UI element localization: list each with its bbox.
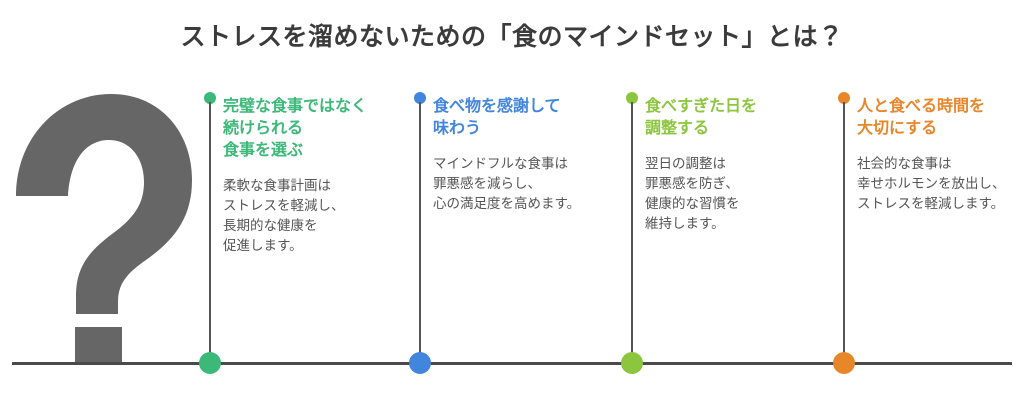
step-content: 人と食べる時間を 大切にする 社会的な食事は 幸せホルモンを放出し、 ストレスを… bbox=[857, 96, 1024, 214]
question-mark-icon bbox=[8, 92, 194, 364]
step-description: 柔軟な食事計画は ストレスを軽減し、 長期的な健康を 促進します。 bbox=[223, 178, 345, 253]
step-milestone-dot-icon[interactable] bbox=[833, 352, 855, 374]
step-description: マインドフルな食事は 罪悪感を減らし、 心の満足度を高めます。 bbox=[433, 156, 581, 211]
step-content: 食べすぎた日を 調整する 翌日の調整は 罪悪感を防ぎ、 健康的な習慣を 維持しま… bbox=[645, 96, 830, 234]
step-heading: 完璧な食事ではなく 続けられる 食事を選ぶ bbox=[223, 98, 368, 159]
step-heading: 人と食べる時間を 大切にする bbox=[857, 98, 986, 137]
step-connector-line bbox=[419, 102, 421, 364]
step-milestone-dot-icon[interactable] bbox=[409, 352, 431, 374]
step-connector-line bbox=[631, 102, 633, 364]
step-heading: 食べ物を感謝して 味わう bbox=[433, 98, 561, 137]
step-top-dot-icon bbox=[626, 92, 638, 104]
step-description: 社会的な食事は 幸せホルモンを放出し、 ストレスを軽減します。 bbox=[857, 156, 1006, 211]
page-title: ストレスを溜めないための「食のマインドセット」とは？ bbox=[180, 23, 844, 51]
step-top-dot-icon bbox=[414, 92, 426, 104]
step-top-dot-icon bbox=[838, 92, 850, 104]
timeline-baseline bbox=[12, 362, 1012, 365]
step-connector-line bbox=[843, 102, 845, 364]
step-top-dot-icon bbox=[204, 92, 216, 104]
step-description: 翌日の調整は 罪悪感を防ぎ、 健康的な習慣を 維持します。 bbox=[645, 156, 740, 231]
step-connector-line bbox=[209, 102, 211, 364]
step-content: 食べ物を感謝して 味わう マインドフルな食事は 罪悪感を減らし、 心の満足度を高… bbox=[433, 96, 618, 214]
step-heading: 食べすぎた日を 調整する bbox=[645, 98, 758, 137]
step-content: 完璧な食事ではなく 続けられる 食事を選ぶ 柔軟な食事計画は ストレスを軽減し、… bbox=[223, 96, 408, 256]
step-milestone-dot-icon[interactable] bbox=[621, 352, 643, 374]
step-milestone-dot-icon[interactable] bbox=[199, 352, 221, 374]
